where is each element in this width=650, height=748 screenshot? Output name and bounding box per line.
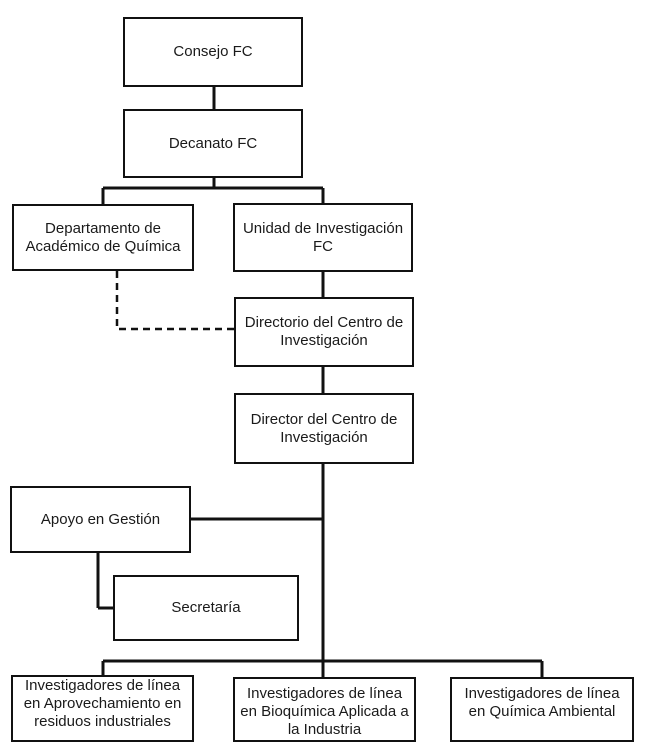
node-investigadores-bioquimica-label: Investigadores de línea en Bioquímica Ap… (240, 685, 409, 738)
node-departamento-quimica: Departamento de Académico de Química (12, 204, 194, 271)
node-directorio-centro-label: Directorio del Centro de Investigación (244, 314, 404, 349)
node-investigadores-quimica-ambiental-label: Investigadores de línea en Química Ambie… (464, 685, 620, 720)
node-apoyo-gestion-label: Apoyo en Gestión (40, 510, 161, 528)
node-investigadores-bioquimica: Investigadores de línea en Bioquímica Ap… (233, 677, 416, 742)
node-director-centro: Director del Centro de Investigación (234, 393, 414, 464)
node-decanato-fc: Decanato FC (123, 109, 303, 178)
node-investigadores-quimica-ambiental: Investigadores de línea en Química Ambie… (450, 677, 634, 742)
node-apoyo-gestion: Apoyo en Gestión (10, 486, 191, 553)
node-investigadores-aprovechamiento: Investigadores de línea en Aprovechamien… (11, 675, 194, 742)
dashed-connector-dept-directorio (115, 271, 234, 331)
node-decanato-fc-label: Decanato FC (168, 134, 258, 152)
node-unidad-investigacion-label: Unidad de Investigación FC (242, 219, 404, 255)
node-consejo-fc: Consejo FC (123, 17, 303, 87)
node-secretaria-label: Secretaría (171, 599, 241, 616)
node-unidad-investigacion: Unidad de Investigación FC (233, 203, 413, 272)
node-investigadores-aprovechamiento-label: Investigadores de línea en Aprovechamien… (23, 677, 182, 730)
node-departamento-quimica-label: Departamento de Académico de Química (25, 219, 181, 255)
node-consejo-fc-label: Consejo FC (173, 43, 253, 60)
node-secretaria: Secretaría (113, 575, 299, 641)
node-directorio-centro: Directorio del Centro de Investigación (234, 297, 414, 367)
node-director-centro-label: Director del Centro de Investigación (250, 410, 398, 446)
